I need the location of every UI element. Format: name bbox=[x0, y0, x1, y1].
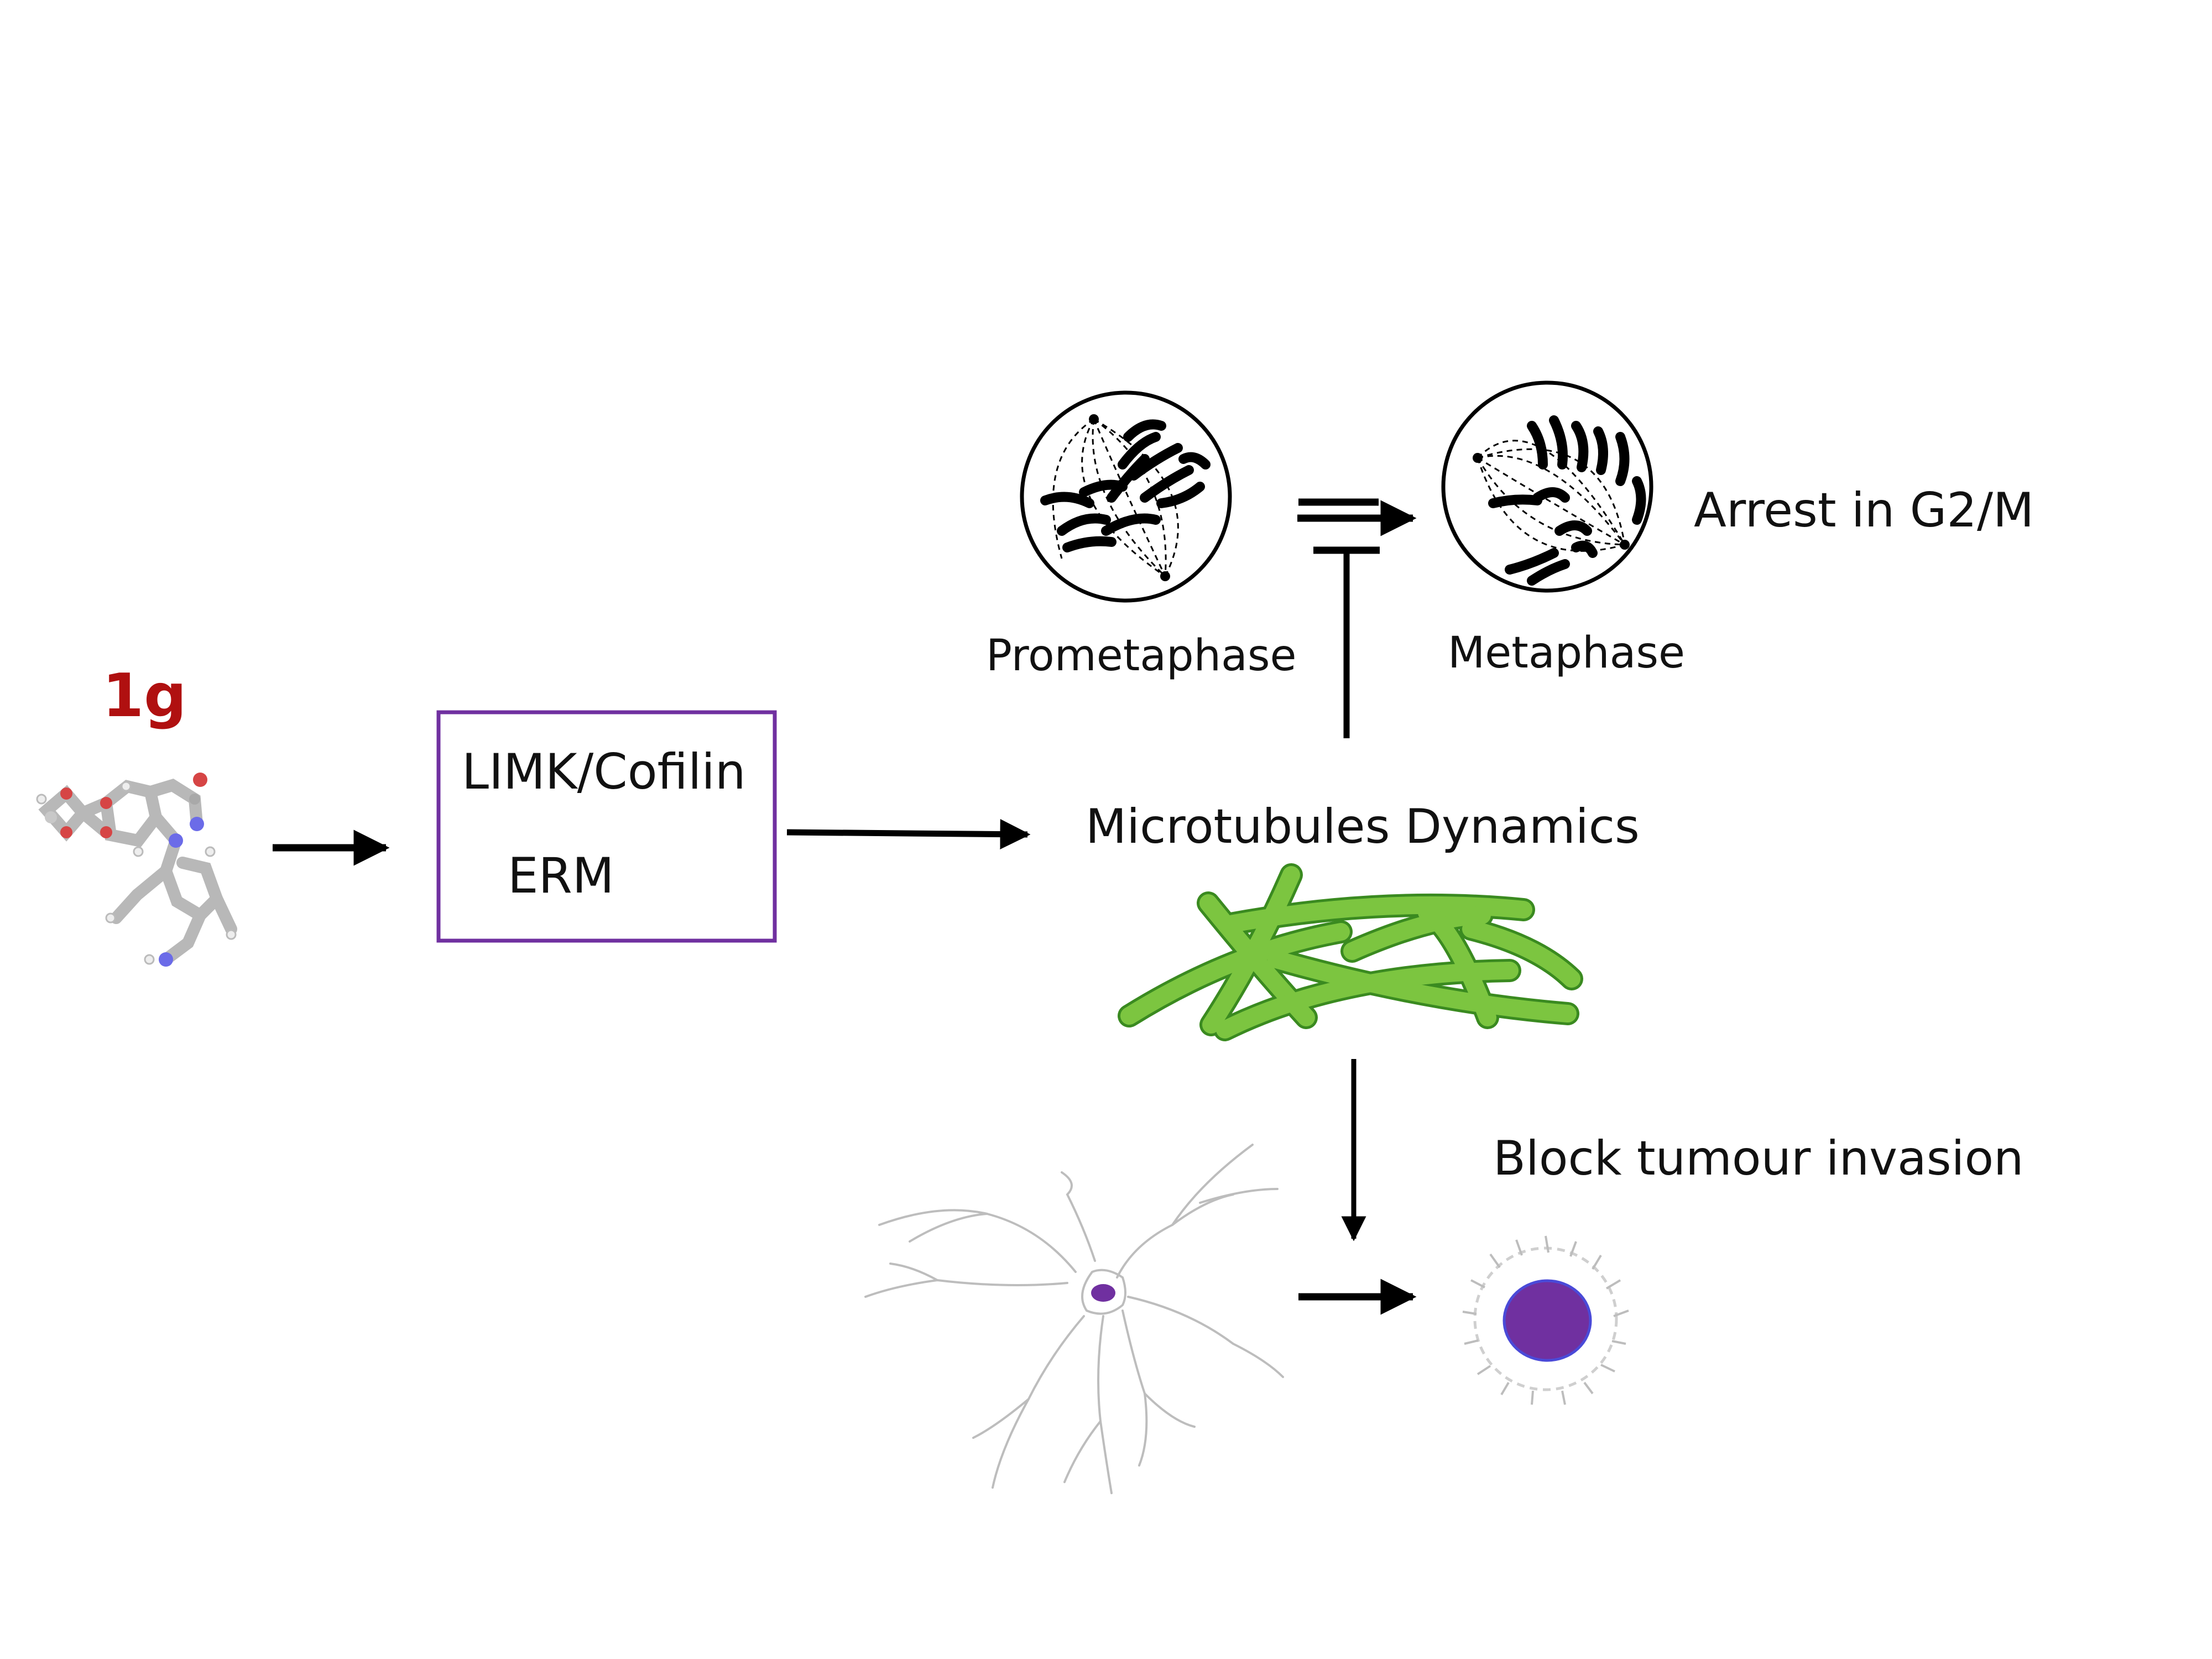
metaphase-cell-icon bbox=[1441, 380, 1653, 593]
migrating-cell-nucleus bbox=[1091, 1284, 1115, 1302]
arrest-label: Arrest in G2/M bbox=[1694, 483, 2034, 538]
arrow-target-to-microtubules bbox=[786, 819, 1031, 850]
rounded-cell-nucleus bbox=[1503, 1279, 1592, 1362]
prometaphase-cell-icon bbox=[1020, 390, 1232, 603]
target-label-erm: ERM bbox=[508, 847, 614, 904]
molecule-icon bbox=[36, 773, 237, 967]
metaphase-label: Metaphase bbox=[1448, 628, 1686, 678]
target-box bbox=[436, 710, 777, 943]
invasion-label: Block tumour invasion bbox=[1493, 1131, 2024, 1186]
inhibition-bar bbox=[1313, 546, 1380, 738]
microtubules-label: Microtubules Dynamics bbox=[1086, 799, 1640, 854]
migrating-cell-icon bbox=[864, 1144, 1284, 1494]
microtubules-icon bbox=[1118, 863, 1583, 1041]
rounded-cell-icon bbox=[1462, 1235, 1629, 1405]
target-label-limk-cofilin: LIMK/Cofilin bbox=[462, 743, 746, 800]
prometaphase-label: Prometaphase bbox=[986, 631, 1297, 681]
compound-label: 1g bbox=[102, 661, 187, 731]
